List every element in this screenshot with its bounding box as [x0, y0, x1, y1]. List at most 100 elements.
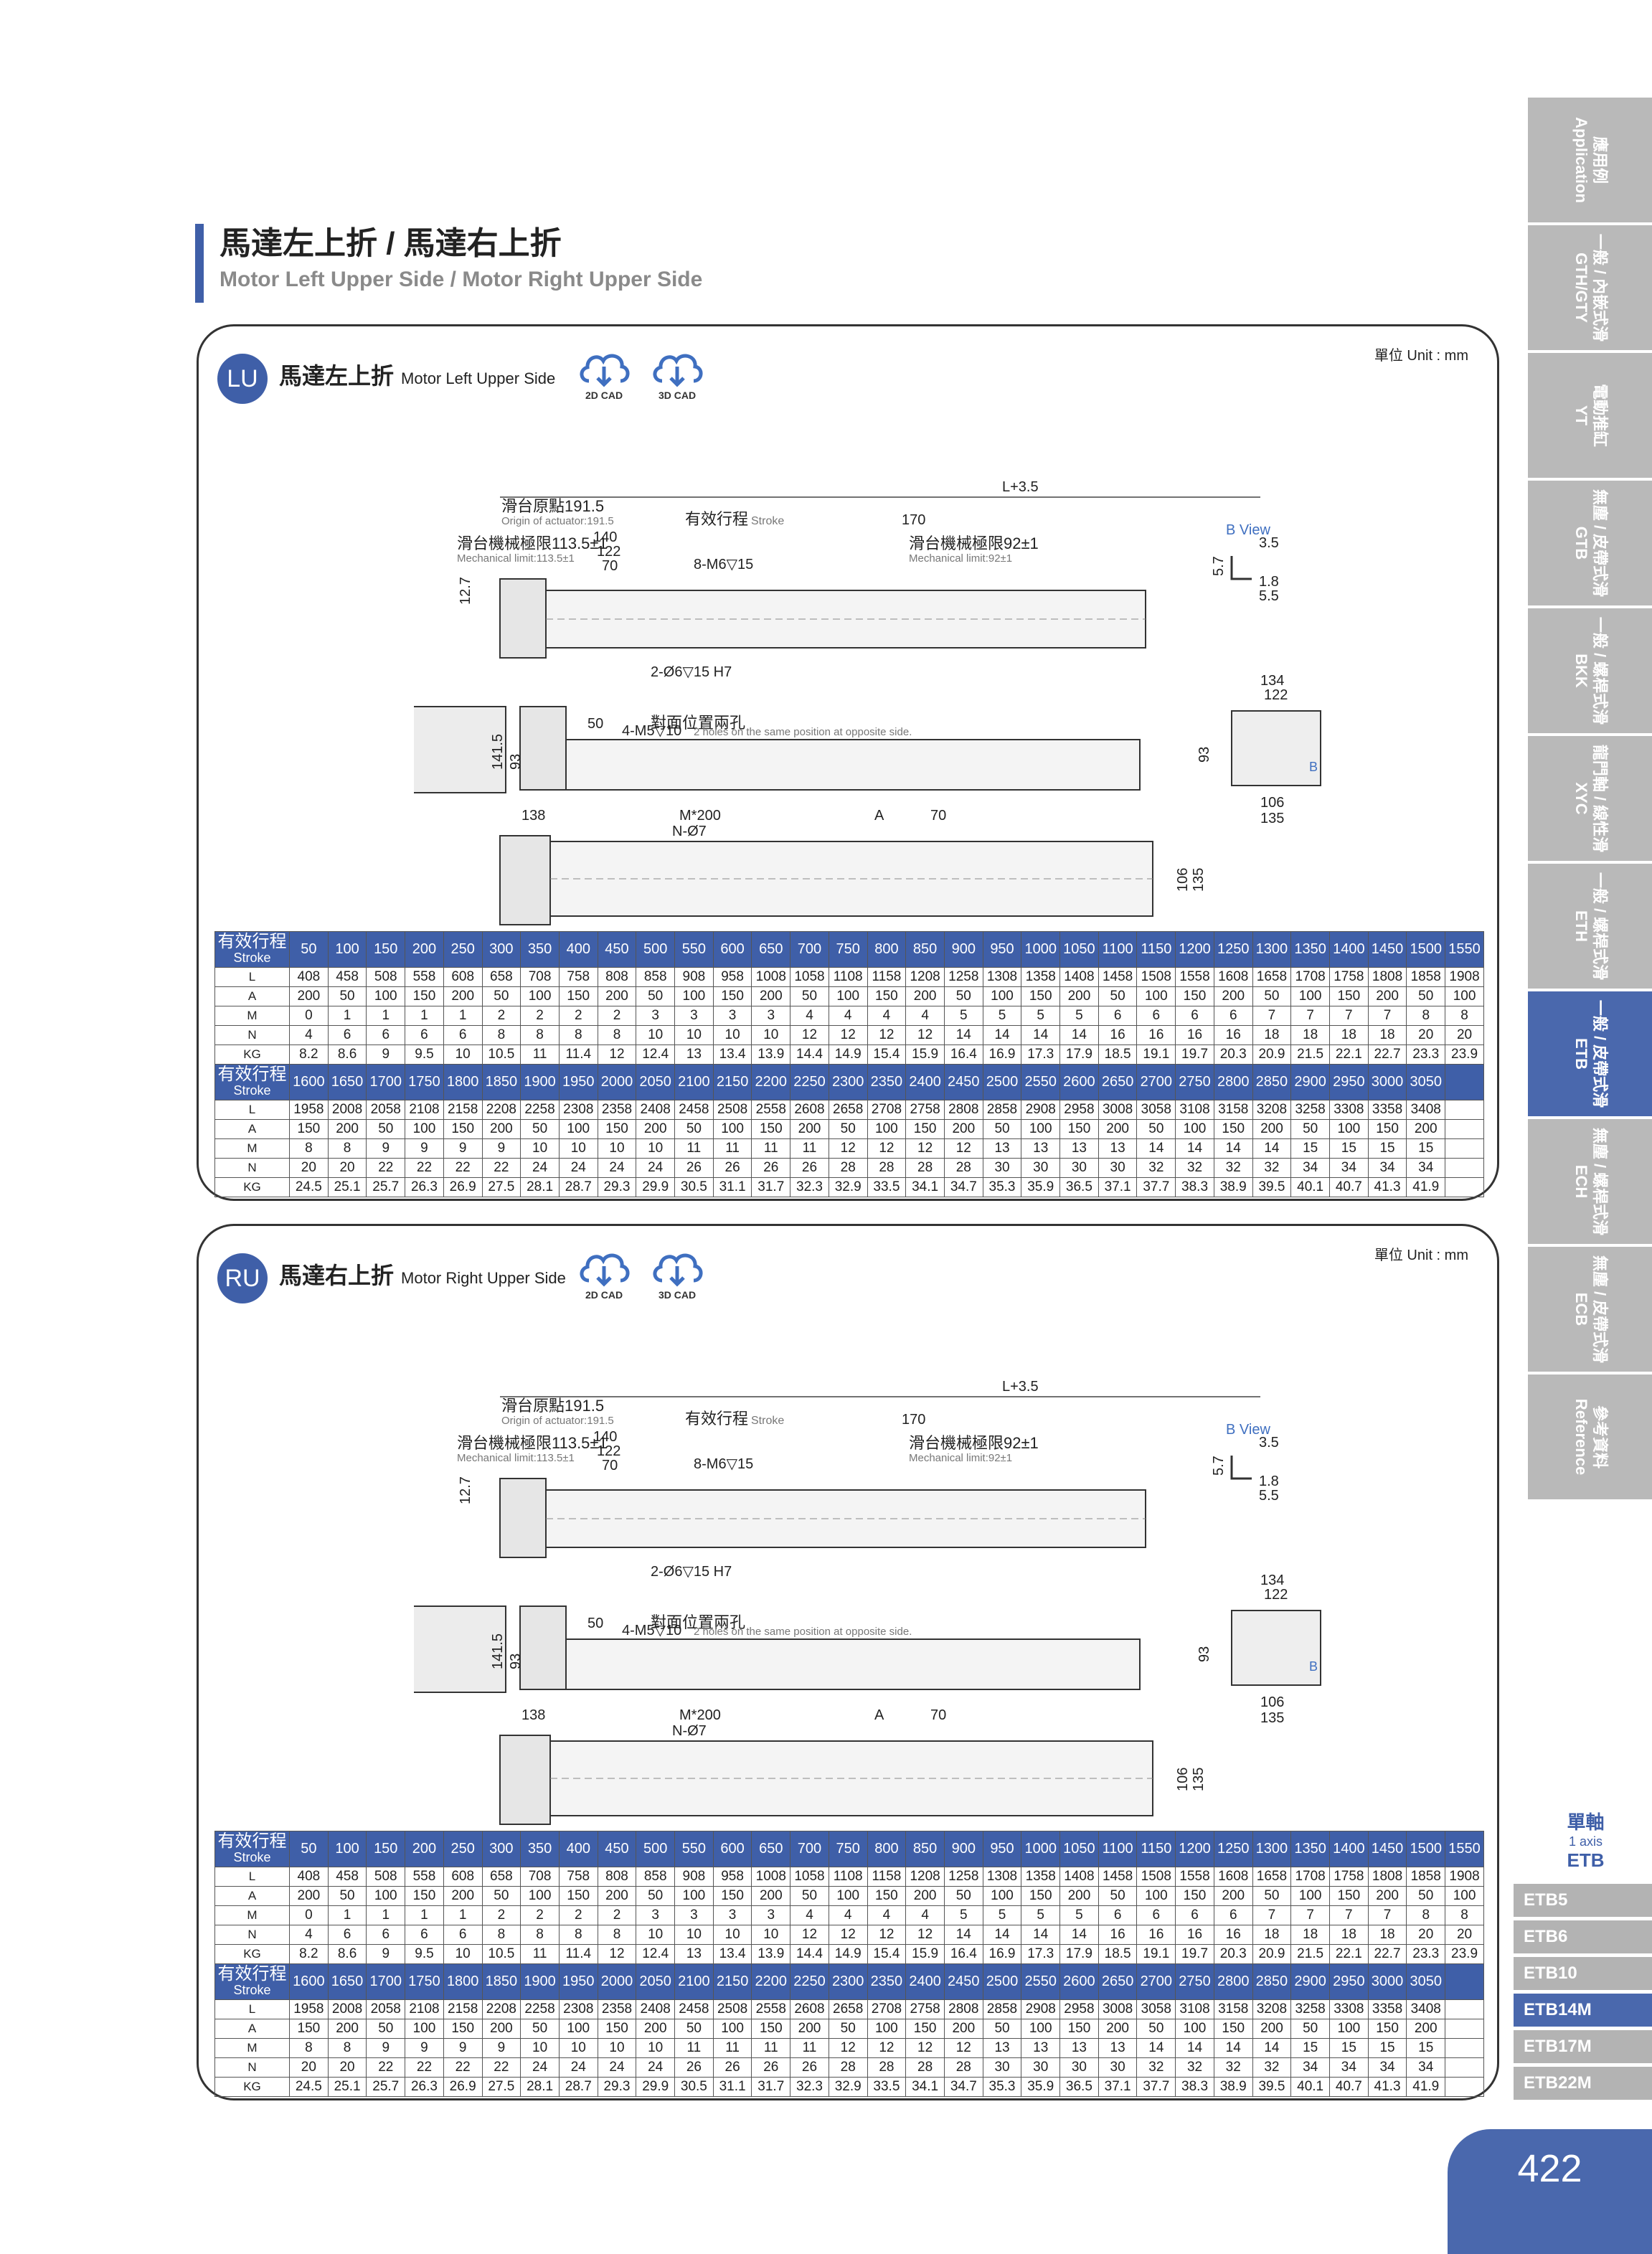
table-cell: 22 [481, 1158, 521, 1178]
model-tab-etb6[interactable]: ETB6 [1514, 1920, 1652, 1953]
sidebar-tab-en: YT [1572, 405, 1590, 426]
table-cell: 758 [558, 1867, 598, 1887]
table-cell: 30.5 [674, 1177, 714, 1197]
table-cell: 13 [982, 2038, 1022, 2058]
table-cell: 16.9 [982, 1944, 1022, 1964]
table-cell [1445, 2077, 1484, 2097]
table-cell: 13.9 [751, 1944, 791, 1964]
table-cell: 2558 [751, 1999, 791, 2019]
dim-141-5: 141.5 [490, 1633, 506, 1669]
table-cell: 3258 [1290, 1100, 1330, 1120]
table-cell: 2658 [828, 1999, 868, 2019]
table-cell: 30 [1021, 1158, 1061, 1178]
table-cell: 200 [1098, 1119, 1138, 1139]
table-cell: 150 [289, 1119, 329, 1139]
table-cell: 24 [558, 1158, 598, 1178]
table-cell: 4 [790, 1006, 829, 1026]
cad-2d-button[interactable]: 2D CAD [572, 348, 636, 405]
stroke-value: 2600 [1059, 1064, 1099, 1100]
b-marker: B [1309, 760, 1318, 774]
stroke-value: 2150 [712, 1064, 752, 1100]
table-cell: 10.5 [481, 1944, 521, 1964]
table-cell: 23.9 [1445, 1045, 1484, 1065]
sidebar-tab-en: ETH [1572, 910, 1590, 942]
table-cell: 3 [674, 1905, 714, 1925]
stroke-value: 2850 [1252, 1064, 1292, 1100]
stroke-value: 750 [828, 1831, 868, 1867]
table-cell: 12 [867, 1025, 907, 1045]
table-cell: 150 [751, 1119, 791, 1139]
stroke-value: 2400 [905, 1963, 945, 2000]
stroke-value: 650 [751, 1831, 791, 1867]
table-cell: 12.4 [636, 1944, 676, 1964]
table-cell: 1208 [905, 967, 945, 987]
table-cell: 14 [982, 1925, 1022, 1945]
table-cell: 458 [327, 1867, 367, 1887]
table-cell: 7 [1252, 1006, 1292, 1026]
table-cell: 28 [943, 1158, 983, 1178]
table-cell: 12 [905, 1138, 945, 1159]
stroke-value: 1100 [1098, 1831, 1138, 1867]
model-tab-etb5[interactable]: ETB5 [1514, 1884, 1652, 1917]
stroke-value: 100 [327, 1831, 367, 1867]
model-tab-etb17m[interactable]: ETB17M [1514, 2030, 1652, 2063]
dim-a-top: A [874, 808, 884, 824]
table-cell: 37.1 [1098, 1177, 1138, 1197]
table-cell: 408 [289, 967, 329, 987]
cloud-download-icon [580, 1253, 630, 1287]
cad-3d-button[interactable]: 3D CAD [645, 348, 709, 405]
table-cell: 31.1 [712, 1177, 752, 1197]
table-cell: 50 [327, 1886, 367, 1906]
table-cell: 50 [1098, 1886, 1138, 1906]
table-cell: 18.5 [1098, 1944, 1138, 1964]
table-cell: 10 [636, 1138, 676, 1159]
stroke-value: 450 [597, 931, 637, 968]
table-cell: 200 [597, 986, 637, 1006]
table-cell: 11 [674, 1138, 714, 1159]
table-cell: 34 [1406, 1158, 1446, 1178]
stroke-value: 2650 [1098, 1963, 1138, 2000]
model-tab-etb10[interactable]: ETB10 [1514, 1957, 1652, 1990]
table-cell: 38.9 [1213, 2077, 1253, 2097]
table-cell: 17.9 [1059, 1944, 1099, 1964]
table-cell: 100 [1021, 2019, 1061, 2039]
cad-3d-button[interactable]: 3D CAD [645, 1248, 709, 1305]
stroke-value: 2000 [597, 1963, 637, 2000]
table-cell: 100 [1175, 2019, 1214, 2039]
dim-134: 134 [1260, 1572, 1284, 1588]
stroke-value: 1150 [1136, 1831, 1176, 1867]
table-cell: 9 [366, 1944, 406, 1964]
table-cell: 17.9 [1059, 1045, 1099, 1065]
table-cell: 608 [443, 1867, 483, 1887]
model-tab-etb14m[interactable]: ETB14M [1514, 1994, 1652, 2027]
table-cell: 50 [366, 2019, 406, 2039]
table-cell: 50 [674, 1119, 714, 1139]
sidebar-tab-zh: 應用例 [1590, 136, 1609, 184]
table-cell: 200 [636, 2019, 676, 2039]
table-cell: 32.9 [828, 2077, 868, 2097]
dim-1-8: 1.8 [1259, 574, 1279, 590]
stroke-value: 2050 [636, 1064, 676, 1100]
model-tab-etb22m[interactable]: ETB22M [1514, 2067, 1652, 2100]
stroke-value: 1850 [481, 1963, 521, 2000]
cad-2d-button[interactable]: 2D CAD [572, 1248, 636, 1305]
table-cell: 2708 [867, 1100, 907, 1120]
table-cell: 37.7 [1136, 1177, 1176, 1197]
table-cell: 808 [597, 1867, 637, 1887]
stroke-value: 2500 [982, 1963, 1022, 2000]
table-cell: 2058 [366, 1100, 406, 1120]
